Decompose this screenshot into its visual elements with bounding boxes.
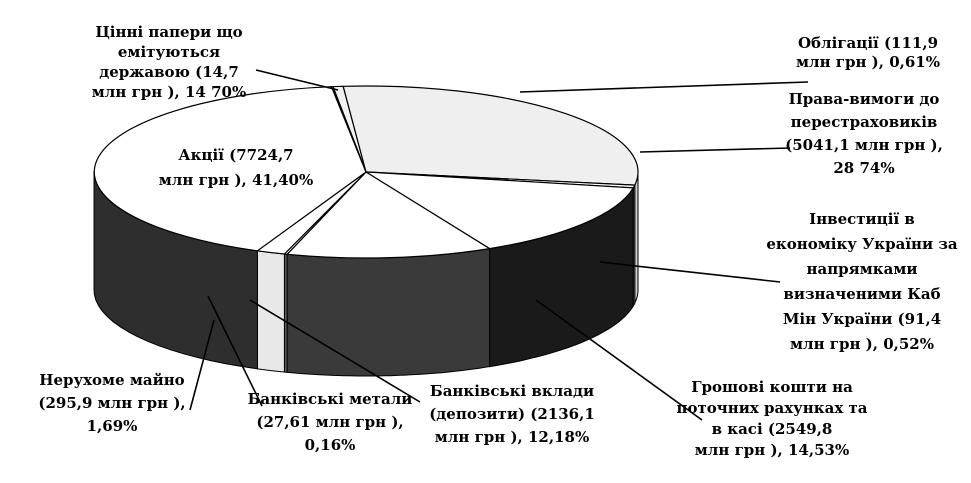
- pie-tops: [93, 85, 639, 259]
- leader-lines: [189, 69, 809, 421]
- leader-line-5: [207, 295, 263, 407]
- slice-side-6: [256, 250, 285, 373]
- slice-top-7: [93, 86, 367, 252]
- slice-side-4: [286, 248, 491, 377]
- slice-top-8: [330, 85, 367, 173]
- slice-top-1: [342, 85, 639, 186]
- leader-line-6: [189, 319, 215, 411]
- leader-line-2: [599, 261, 781, 283]
- leader-line-0: [519, 81, 809, 93]
- slice-top-3: [365, 171, 635, 250]
- slice-label-6: Нерухоме майно(295,9 млн грн ),1,69%: [38, 371, 185, 435]
- leader-line-3: [535, 299, 703, 421]
- pie-sides: [93, 170, 639, 377]
- leader-line-4: [249, 299, 421, 403]
- leader-line-8: [255, 69, 339, 91]
- slice-top-4: [285, 171, 492, 259]
- leader-line-1: [639, 147, 791, 153]
- slice-label-5: Банківські метали(27,61 млн грн ),0,16%: [248, 390, 413, 454]
